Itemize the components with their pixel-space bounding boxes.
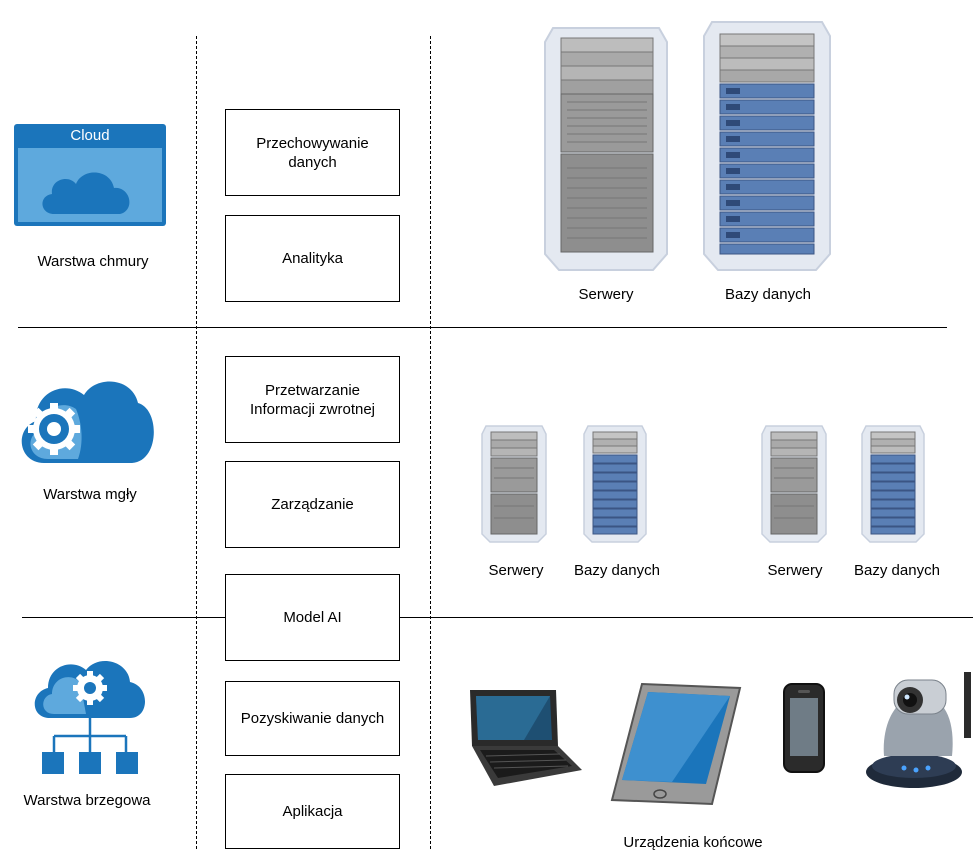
cloud-network-icon [34, 660, 145, 774]
tablet-icon [610, 682, 742, 806]
fog-databases-label-1: Bazy danych [574, 562, 660, 579]
fog-servers-label-1: Serwery [488, 562, 544, 579]
fog-server-rack-icon-2 [761, 425, 827, 543]
function-box-data-storage: Przechowywanie danych [225, 109, 400, 196]
right-dashed-divider [430, 36, 431, 849]
edge-devices-label: Urządzenia końcowe [623, 834, 763, 851]
fog-database-rack-icon-1 [583, 425, 647, 543]
fog-databases-label-2: Bazy danych [854, 562, 940, 579]
ip-camera-icon [866, 672, 971, 788]
cloud-databases-label: Bazy danych [725, 286, 811, 303]
cloud-icon-title: Cloud [70, 127, 110, 144]
cloud-layer-label: Warstwa chmury [37, 253, 149, 270]
fog-edge-separator [22, 617, 973, 618]
function-box-ai-model: Model AI [225, 574, 400, 661]
function-box-management: Zarządzanie [225, 461, 400, 548]
left-dashed-divider [196, 36, 197, 849]
server-rack-icon [544, 27, 668, 271]
cloud-fog-separator [18, 327, 947, 328]
laptop-icon [470, 690, 582, 786]
fog-servers-label-2: Serwery [767, 562, 823, 579]
cloud-gear-icon [21, 381, 154, 463]
fog-database-rack-icon-2 [861, 425, 925, 543]
fog-server-rack-icon-1 [481, 425, 547, 543]
cloud-window-icon [14, 124, 166, 226]
smartphone-icon [783, 683, 825, 773]
database-rack-icon [703, 21, 831, 271]
fog-layer-label: Warstwa mgły [43, 486, 137, 503]
function-box-feedback-processing: Przetwarzanie Informacji zwrotnej [225, 356, 400, 443]
function-box-analytics: Analityka [225, 215, 400, 302]
function-box-application: Aplikacja [225, 774, 400, 849]
cloud-servers-label: Serwery [578, 286, 634, 303]
function-box-data-acquisition: Pozyskiwanie danych [225, 681, 400, 756]
edge-layer-label: Warstwa brzegowa [23, 792, 151, 809]
